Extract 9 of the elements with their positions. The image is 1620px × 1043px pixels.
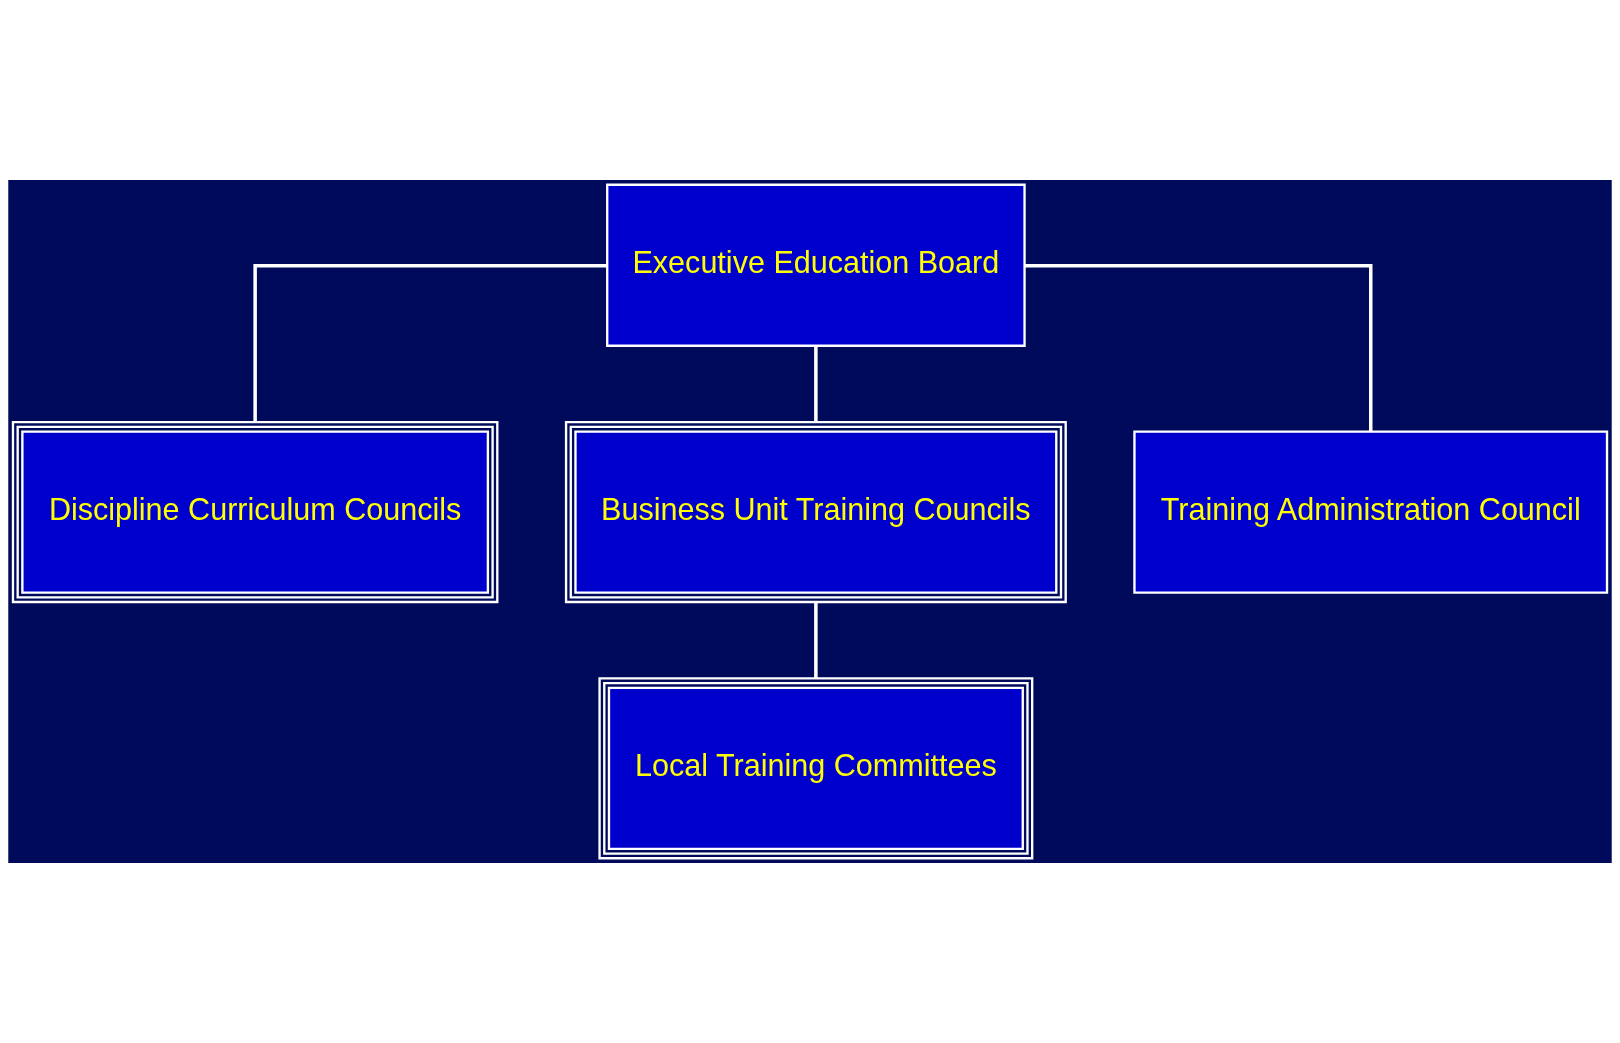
node-box: Executive Education Board: [606, 183, 1026, 347]
node-box: Discipline Curriculum Councils: [11, 421, 499, 604]
connector: [814, 346, 818, 423]
node-box: Business Unit Training Councils: [564, 421, 1067, 604]
node-box: Local Training Committees: [598, 677, 1034, 860]
connector: [1024, 264, 1373, 432]
node-box: Training Administration Council: [1133, 430, 1609, 594]
connector: [814, 602, 818, 679]
connector: [253, 264, 608, 423]
